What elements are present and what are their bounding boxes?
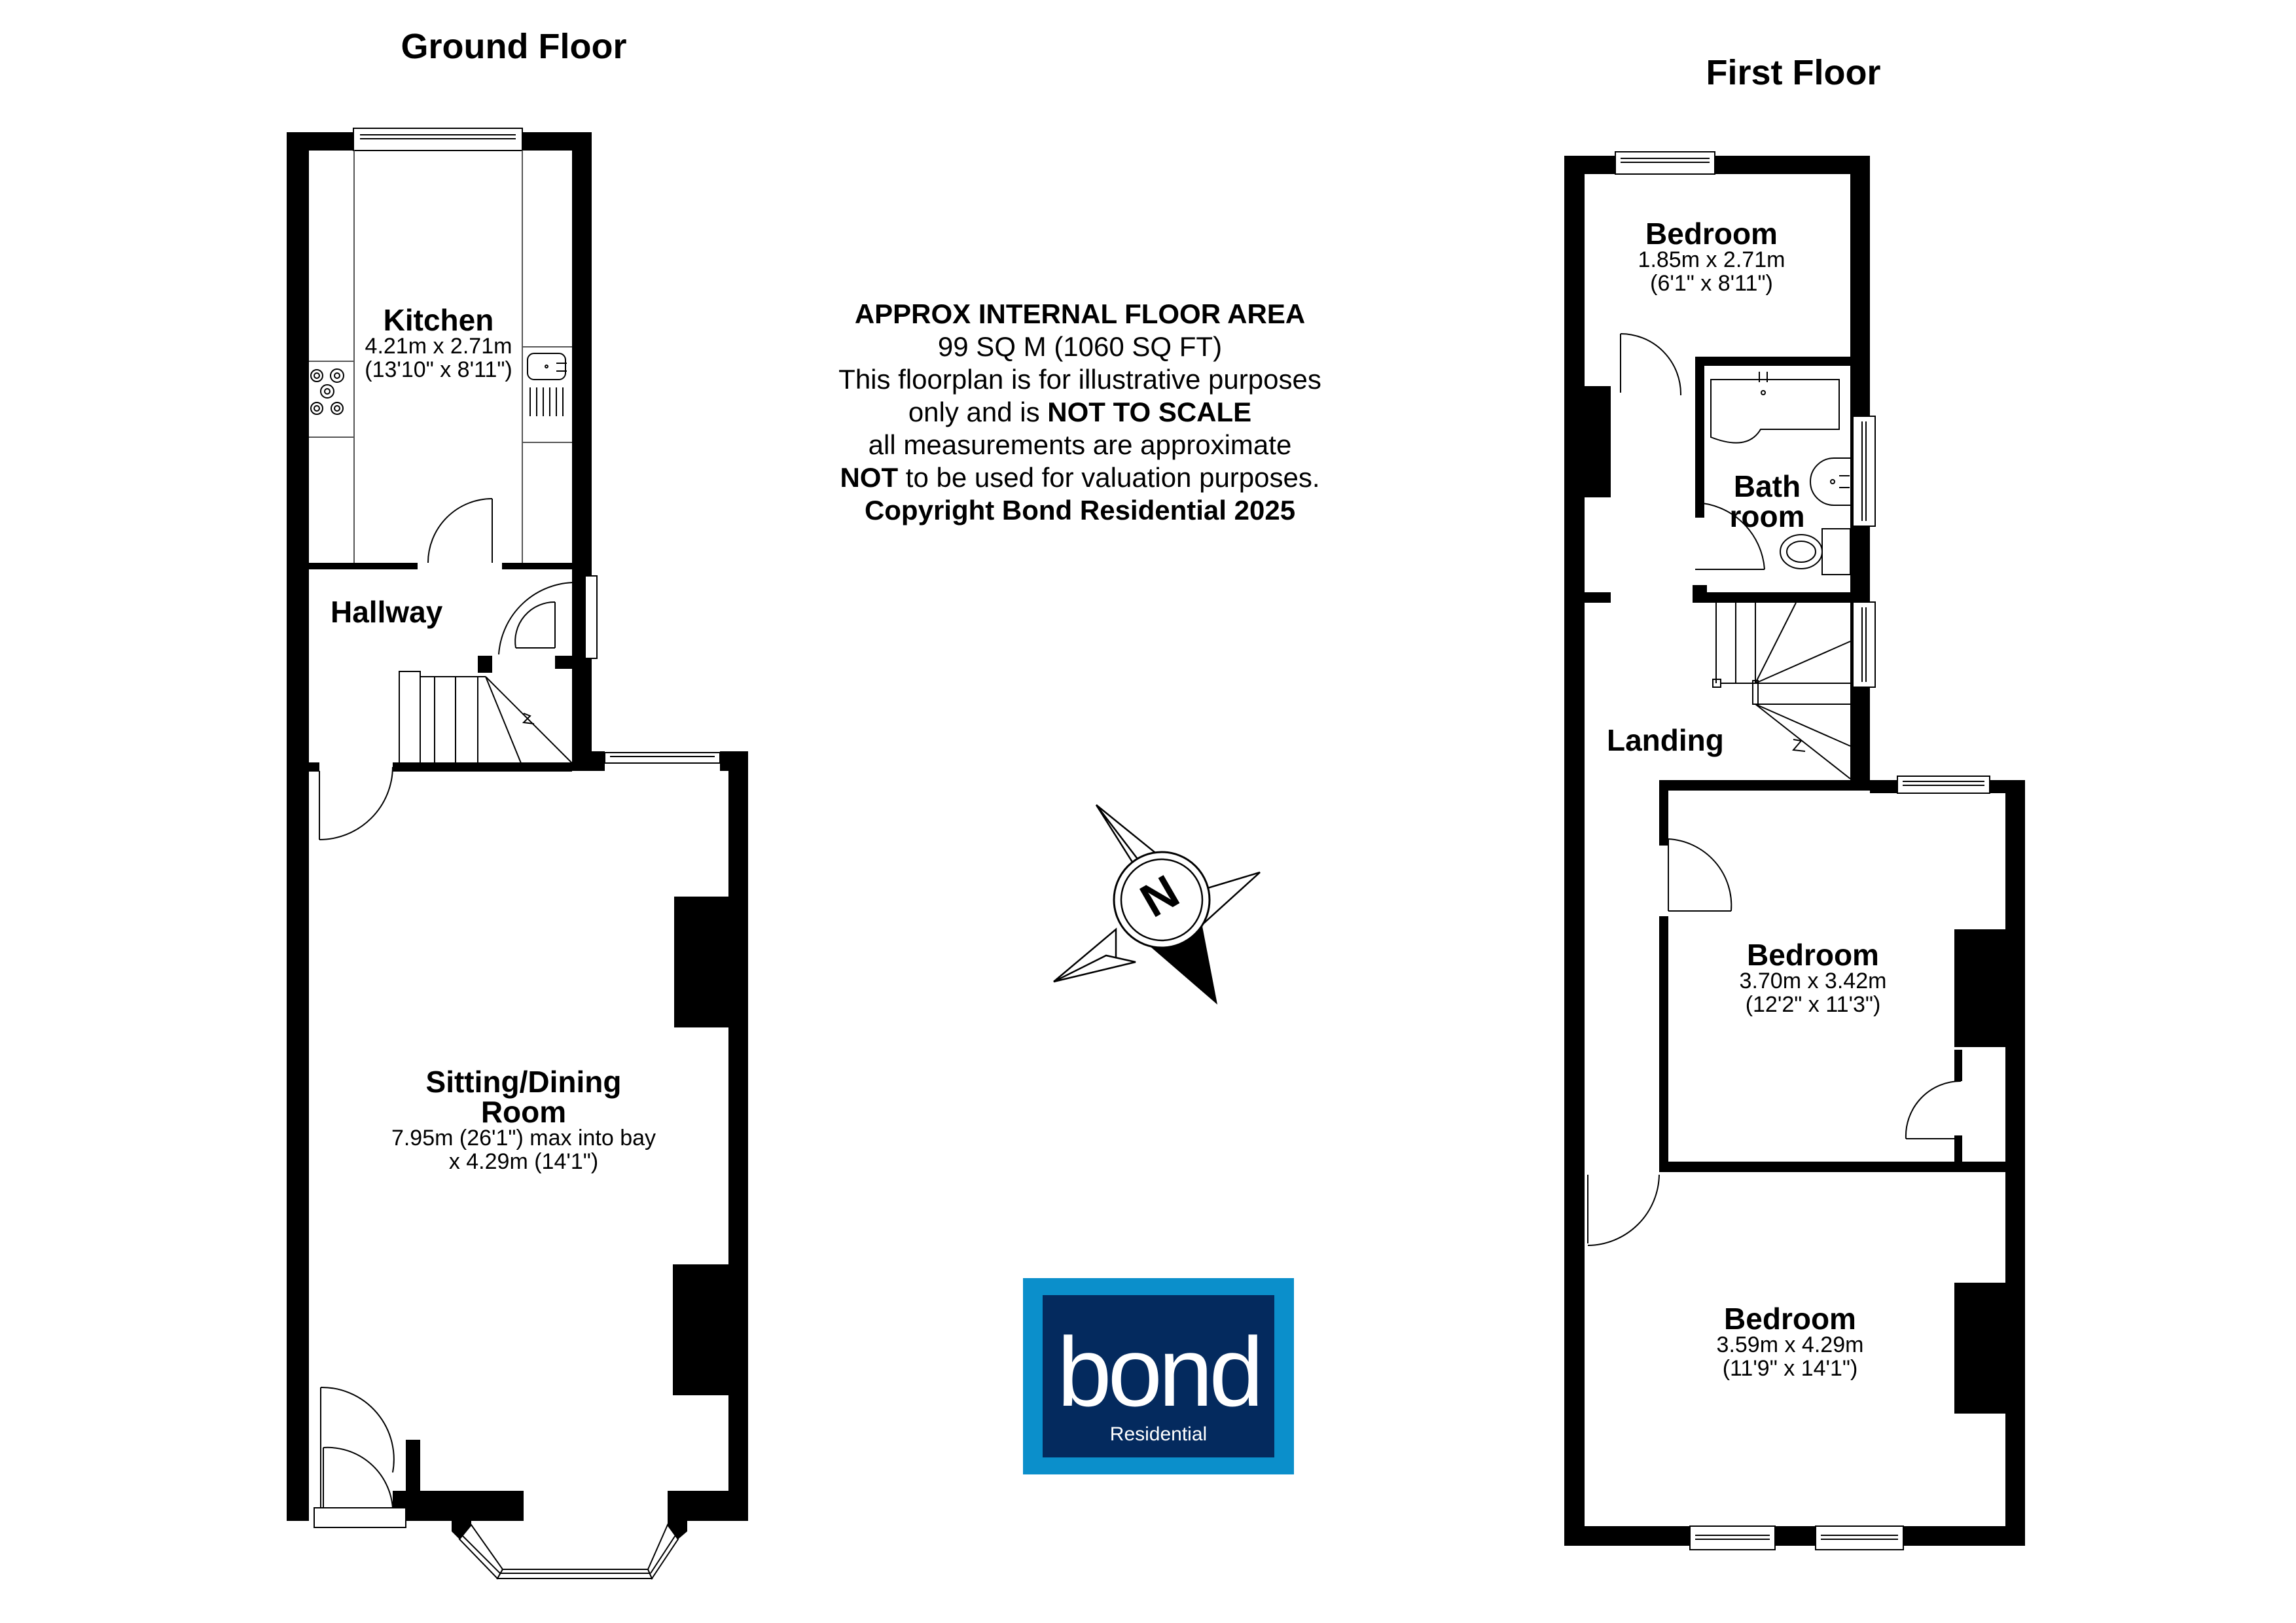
side-door bbox=[498, 575, 598, 659]
room-name: Kitchen bbox=[383, 303, 494, 337]
room-label-kitchen: Kitchen 4.21m x 2.71m (13'10" x 8'11") bbox=[327, 305, 550, 382]
first-floor-plan bbox=[1564, 151, 2025, 1550]
room-label-bedroom-middle: Bedroom 3.70m x 3.42m (12'2" x 11'3") bbox=[1715, 940, 1911, 1016]
front-door bbox=[314, 1386, 406, 1528]
info-heading: APPROX INTERNAL FLOOR AREA bbox=[854, 298, 1306, 329]
kitchen-sink-icon bbox=[527, 353, 567, 416]
info-line3: all measurements are approximate bbox=[868, 429, 1292, 460]
room-dimensions-metric: 1.85m x 2.71m bbox=[1638, 247, 1785, 272]
room-dimensions-metric: 3.59m x 4.29m bbox=[1716, 1332, 1864, 1357]
kitchen-worktops bbox=[309, 151, 572, 563]
room-dimensions-metric: 4.21m x 2.71m bbox=[365, 334, 512, 359]
sitting-room-door bbox=[319, 766, 393, 840]
info-line2: only and is NOT TO SCALE bbox=[772, 396, 1388, 429]
logo-inner-panel: bond Residential bbox=[1043, 1295, 1274, 1457]
middle-bedroom-door bbox=[1668, 838, 1732, 912]
ground-floor-plan bbox=[287, 128, 748, 1580]
kitchen-door bbox=[427, 498, 493, 563]
room-dimensions-imperial: (13'10" x 8'11") bbox=[365, 357, 512, 382]
compass-rose-icon: N bbox=[1053, 804, 1261, 1005]
room-name-line1: Sitting/Dining bbox=[425, 1065, 622, 1099]
room-name-line2: room bbox=[1729, 499, 1805, 533]
room-label-sitting-dining: Sitting/Dining Room 7.95m (26'1") max in… bbox=[353, 1067, 694, 1173]
sitting-room-rear-window bbox=[604, 752, 721, 764]
room-label-bedroom-small: Bedroom 1.85m x 2.71m (6'1" x 8'11") bbox=[1610, 219, 1813, 295]
info-area: 99 SQ M (1060 SQ FT) bbox=[937, 331, 1223, 362]
room-name: Bedroom bbox=[1724, 1302, 1856, 1336]
cupboard-door bbox=[1905, 1080, 1962, 1139]
first-floor-stairs bbox=[1712, 602, 1851, 779]
first-floor-title: First Floor bbox=[1706, 53, 1881, 92]
room-dimensions-metric: 3.70m x 3.42m bbox=[1739, 969, 1887, 993]
ground-floor-walls bbox=[287, 132, 748, 1539]
room-label-bathroom: Bath room bbox=[1715, 471, 1820, 531]
logo-wordmark: bond bbox=[1057, 1317, 1264, 1427]
bathtub-icon bbox=[1710, 372, 1840, 444]
room-dimensions-line1: 7.95m (26'1") max into bay bbox=[391, 1126, 656, 1150]
small-bedroom-window bbox=[1615, 151, 1715, 175]
room-label-hallway: Hallway bbox=[331, 595, 443, 629]
room-label-landing: Landing bbox=[1607, 723, 1724, 757]
info-not-to-scale: NOT TO SCALE bbox=[1047, 397, 1252, 427]
toilet-icon bbox=[1780, 528, 1851, 575]
landing-window bbox=[1852, 601, 1876, 688]
info-copyright: Copyright Bond Residential 2025 bbox=[864, 495, 1296, 526]
hob-icon bbox=[310, 368, 344, 415]
small-bedroom-door bbox=[1620, 333, 1682, 396]
room-dimensions-imperial: (6'1" x 8'11") bbox=[1650, 270, 1773, 296]
logo-subtitle: Residential bbox=[1109, 1423, 1208, 1445]
bay-window bbox=[458, 1524, 679, 1580]
bottom-bedroom-windows bbox=[1689, 1525, 1904, 1550]
floor-area-info: APPROX INTERNAL FLOOR AREA 99 SQ M (1060… bbox=[772, 298, 1388, 527]
room-name-line2: Room bbox=[480, 1095, 567, 1129]
ground-floor-stairs bbox=[399, 671, 573, 764]
room-name: Bedroom bbox=[1645, 217, 1778, 251]
info-line2-prefix: only and is bbox=[908, 397, 1048, 427]
room-label-bedroom-large: Bedroom 3.59m x 4.29m (11'9" x 14'1") bbox=[1692, 1304, 1888, 1380]
middle-bedroom-window bbox=[1897, 776, 1990, 794]
room-dimensions-imperial: (11'9" x 14'1") bbox=[1722, 1355, 1858, 1381]
room-name-line1: Bath bbox=[1733, 469, 1801, 503]
bottom-bedroom-door bbox=[1587, 1174, 1660, 1246]
bond-residential-logo: bond Residential bbox=[1023, 1278, 1294, 1474]
bathroom-window bbox=[1852, 416, 1876, 527]
ground-floor-title: Ground Floor bbox=[401, 27, 627, 66]
room-dimensions-line2: x 4.29m (14'1") bbox=[448, 1149, 599, 1174]
washbasin-icon bbox=[1810, 457, 1850, 506]
info-line4: NOT to be used for valuation purposes. bbox=[772, 461, 1388, 494]
bathroom-door bbox=[1695, 502, 1765, 570]
info-not: NOT bbox=[840, 462, 899, 493]
info-line1: This floorplan is for illustrative purpo… bbox=[838, 364, 1321, 395]
room-dimensions-imperial: (12'2" x 11'3") bbox=[1745, 991, 1881, 1017]
info-line4-suffix: to be used for valuation purposes. bbox=[898, 462, 1320, 493]
room-name: Bedroom bbox=[1747, 938, 1879, 972]
kitchen-window bbox=[353, 128, 523, 151]
